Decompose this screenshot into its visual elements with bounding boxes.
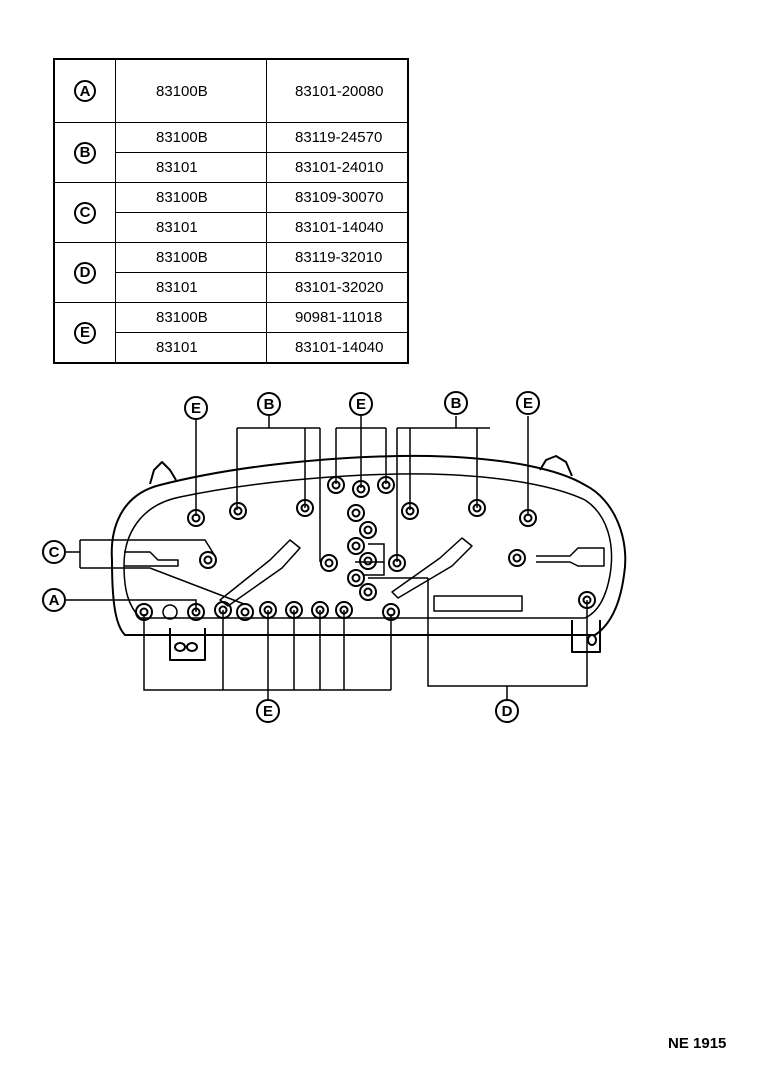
needle-right bbox=[391, 537, 473, 599]
table-row: 83101 83101-14040 bbox=[54, 332, 409, 364]
bracket-hole bbox=[587, 634, 597, 646]
bulb-socket bbox=[229, 502, 247, 520]
table-row: B 83100B 83119-24570 bbox=[53, 122, 409, 183]
group-letter: E bbox=[74, 321, 96, 344]
bulb-socket bbox=[320, 554, 338, 572]
part-number-cell: 83119-24570 bbox=[266, 122, 409, 153]
group-letter: C bbox=[74, 201, 96, 224]
bulb-socket bbox=[285, 601, 303, 619]
bulb-socket bbox=[388, 554, 406, 572]
bulb-socket bbox=[382, 603, 400, 621]
group-key-cell: E bbox=[53, 302, 116, 364]
callout-label: E bbox=[356, 396, 366, 413]
table-row: 83101 83101-32020 bbox=[54, 272, 409, 303]
bulb-socket bbox=[578, 591, 596, 609]
callout-circle bbox=[349, 392, 373, 416]
ref-cell: 83100B bbox=[115, 242, 267, 273]
needle-left bbox=[219, 539, 301, 607]
bracket-right bbox=[571, 620, 601, 653]
table-row: A 83100B 83101-20080 bbox=[53, 58, 409, 123]
bracket-hole bbox=[186, 642, 198, 652]
callout-label: B bbox=[451, 395, 462, 412]
ref-cell: 83101 bbox=[115, 152, 267, 183]
bulb-socket bbox=[311, 601, 329, 619]
bulb-socket bbox=[199, 551, 217, 569]
bulb-socket bbox=[377, 476, 395, 494]
bulb-socket bbox=[236, 603, 254, 621]
group-letter: A bbox=[74, 80, 96, 102]
bulb-socket bbox=[347, 504, 365, 522]
bulb-socket bbox=[187, 603, 205, 621]
callout-circle bbox=[257, 392, 281, 416]
part-number-cell: 83101-20080 bbox=[266, 58, 409, 123]
callout-label: E bbox=[263, 703, 273, 720]
odometer-window bbox=[433, 595, 523, 612]
bracket-left bbox=[169, 628, 206, 661]
callout-label: C bbox=[49, 544, 60, 561]
mount-tab-right bbox=[539, 455, 573, 477]
ref-cell: 83100B bbox=[115, 58, 267, 123]
ref-cell: 83101 bbox=[115, 332, 267, 364]
part-number-cell: 83101-14040 bbox=[266, 332, 409, 364]
callout-circle bbox=[444, 391, 468, 415]
part-number-cell: 83109-30070 bbox=[266, 182, 409, 213]
bulb-socket bbox=[359, 583, 377, 601]
gauge-pointer-left bbox=[124, 551, 179, 567]
callout-label: E bbox=[523, 395, 533, 412]
callout-circle bbox=[495, 699, 519, 723]
bulb-socket bbox=[347, 537, 365, 555]
part-number-cell: 83101-14040 bbox=[266, 212, 409, 243]
mount-tab-left bbox=[149, 461, 177, 485]
bulb-socket bbox=[468, 499, 486, 517]
group-letter: B bbox=[74, 141, 96, 164]
bulb-socket bbox=[359, 552, 377, 570]
bulb-socket bbox=[259, 601, 277, 619]
callout-label: D bbox=[502, 703, 513, 720]
bulb-socket bbox=[347, 569, 365, 587]
bulb-socket bbox=[187, 509, 205, 527]
callout-label: E bbox=[191, 400, 201, 417]
part-number-cell: 83101-24010 bbox=[266, 152, 409, 183]
bulb-sockets bbox=[135, 476, 596, 621]
ref-cell: 83100B bbox=[115, 302, 267, 333]
bulb-socket bbox=[335, 601, 353, 619]
table-row: D 83100B 83119-32010 bbox=[53, 242, 409, 303]
bulb-socket bbox=[327, 476, 345, 494]
bracket-hole bbox=[174, 642, 186, 652]
bulb-socket bbox=[296, 499, 314, 517]
indicator-lens bbox=[162, 604, 178, 620]
bulb-socket bbox=[359, 521, 377, 539]
group-key-cell: C bbox=[53, 182, 116, 243]
table-row: E 83100B 90981-11018 bbox=[53, 302, 409, 364]
callout-circle bbox=[256, 699, 280, 723]
callout-circle bbox=[42, 588, 66, 612]
cluster-inner-rim bbox=[123, 473, 613, 619]
part-number-cell: 90981-11018 bbox=[266, 302, 409, 333]
table-row: 83101 83101-24010 bbox=[54, 152, 409, 183]
group-key-cell: D bbox=[53, 242, 116, 303]
gauge-pointer-right bbox=[536, 547, 605, 567]
figure-code: NE 1915 bbox=[668, 1035, 727, 1052]
callout-circle bbox=[184, 396, 208, 420]
group-letter: D bbox=[74, 261, 96, 284]
bulb-socket bbox=[214, 601, 232, 619]
callout-circle bbox=[516, 391, 540, 415]
bulb-socket bbox=[519, 509, 537, 527]
bulb-socket bbox=[508, 549, 526, 567]
bulb-socket bbox=[135, 603, 153, 621]
bulb-socket bbox=[352, 480, 370, 498]
table-row: C 83100B 83109-30070 bbox=[53, 182, 409, 243]
callout-label: A bbox=[49, 592, 60, 609]
callout-label: B bbox=[264, 396, 275, 413]
bulb-socket bbox=[401, 502, 419, 520]
callout-circle bbox=[42, 540, 66, 564]
parts-table: A 83100B 83101-20080 B 83100B 83119-2457… bbox=[53, 58, 409, 364]
